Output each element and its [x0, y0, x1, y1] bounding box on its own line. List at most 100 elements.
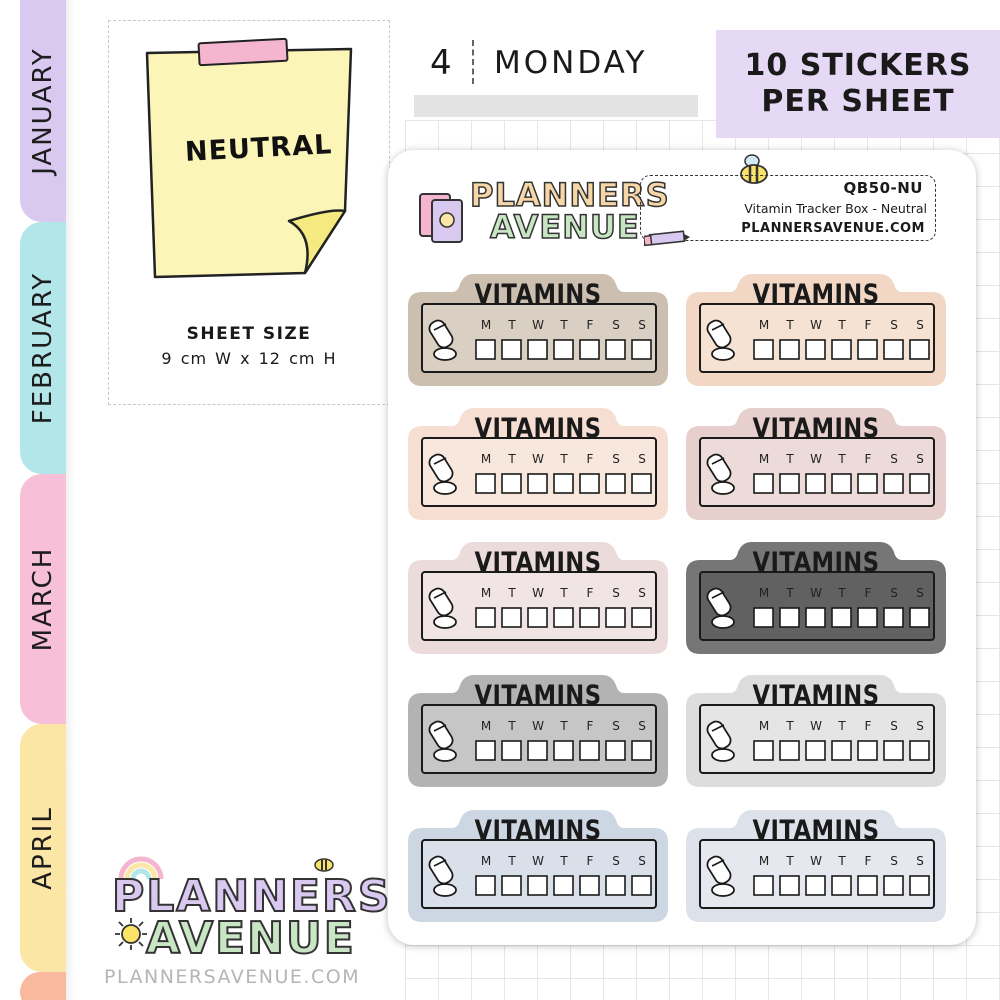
sticker-shape	[408, 408, 668, 520]
day-checkbox[interactable]	[605, 875, 626, 896]
day-checkbox[interactable]	[527, 740, 548, 761]
day-checkbox[interactable]	[857, 339, 878, 360]
day-checkbox[interactable]	[779, 607, 800, 628]
day-checkbox[interactable]	[779, 740, 800, 761]
sticker-title: VITAMINS	[474, 547, 602, 578]
day-checkbox[interactable]	[779, 473, 800, 494]
day-checkbox[interactable]	[857, 607, 878, 628]
day-checkbox[interactable]	[909, 339, 930, 360]
weekday-letter: S	[638, 586, 646, 600]
day-checkbox[interactable]	[475, 339, 496, 360]
weekday-letter: W	[810, 719, 822, 733]
day-checkbox[interactable]	[805, 607, 826, 628]
day-checkbox[interactable]	[527, 875, 548, 896]
day-checkbox[interactable]	[909, 473, 930, 494]
day-checkbox[interactable]	[501, 339, 522, 360]
weekday-letter: W	[532, 719, 544, 733]
day-checkbox[interactable]	[501, 473, 522, 494]
day-checkbox[interactable]	[553, 607, 574, 628]
day-checkbox[interactable]	[579, 875, 600, 896]
day-checkbox[interactable]	[527, 339, 548, 360]
day-checkbox[interactable]	[753, 607, 774, 628]
day-checkbox[interactable]	[883, 473, 904, 494]
day-checkbox[interactable]	[857, 473, 878, 494]
day-checkbox[interactable]	[553, 473, 574, 494]
weekday-letter: T	[560, 854, 568, 868]
product-url[interactable]: PLANNERSAVENUE.COM	[741, 221, 925, 236]
day-checkbox[interactable]	[501, 875, 522, 896]
day-checkbox[interactable]	[753, 740, 774, 761]
day-checkbox[interactable]	[579, 339, 600, 360]
day-checkbox[interactable]	[753, 473, 774, 494]
day-checkbox[interactable]	[631, 607, 652, 628]
day-divider	[472, 40, 474, 84]
weekday-letter: W	[810, 586, 822, 600]
day-checkbox[interactable]	[579, 473, 600, 494]
day-checkbox[interactable]	[753, 339, 774, 360]
weekday-letter: F	[864, 854, 872, 868]
tab-january[interactable]: JANUARY	[20, 0, 66, 222]
day-checkbox[interactable]	[527, 473, 548, 494]
day-checkbox[interactable]	[831, 339, 852, 360]
day-checkbox[interactable]	[605, 740, 626, 761]
day-checkbox[interactable]	[579, 607, 600, 628]
day-checkbox[interactable]	[805, 740, 826, 761]
day-name: MONDAY	[494, 45, 648, 81]
day-checkbox[interactable]	[605, 473, 626, 494]
day-checkbox[interactable]	[475, 473, 496, 494]
planner-books-icon	[419, 193, 463, 243]
tab-february[interactable]: FEBRUARY	[20, 222, 66, 474]
day-checkbox[interactable]	[501, 607, 522, 628]
day-checkbox[interactable]	[631, 339, 652, 360]
weekday-letter: S	[612, 719, 620, 733]
day-checkbox[interactable]	[883, 607, 904, 628]
day-checkbox[interactable]	[605, 339, 626, 360]
day-checkbox[interactable]	[831, 740, 852, 761]
day-checkbox[interactable]	[605, 607, 626, 628]
weekday-letter: F	[864, 719, 872, 733]
tab-march[interactable]: MARCH	[20, 474, 66, 724]
day-checkbox[interactable]	[909, 607, 930, 628]
day-checkbox[interactable]	[527, 607, 548, 628]
sticker-title: VITAMINS	[752, 680, 880, 711]
day-checkbox[interactable]	[883, 740, 904, 761]
weekday-letter: S	[638, 719, 646, 733]
day-checkbox[interactable]	[553, 875, 574, 896]
day-checkbox[interactable]	[831, 607, 852, 628]
day-checkbox[interactable]	[857, 875, 878, 896]
day-checkbox[interactable]	[631, 740, 652, 761]
day-checkbox[interactable]	[553, 339, 574, 360]
day-checkbox[interactable]	[909, 740, 930, 761]
day-checkbox[interactable]	[831, 473, 852, 494]
day-checkbox[interactable]	[857, 740, 878, 761]
tab-next-month[interactable]	[20, 972, 66, 1000]
sheet-size-value: 9 cm W x 12 cm H	[161, 349, 337, 368]
weekday-letter: T	[560, 318, 568, 332]
day-checkbox[interactable]	[883, 339, 904, 360]
day-checkbox[interactable]	[805, 339, 826, 360]
day-checkbox[interactable]	[779, 339, 800, 360]
day-checkbox[interactable]	[779, 875, 800, 896]
day-checkbox[interactable]	[475, 607, 496, 628]
day-checkbox[interactable]	[631, 875, 652, 896]
day-checkbox[interactable]	[753, 875, 774, 896]
day-checkbox[interactable]	[631, 473, 652, 494]
day-checkbox[interactable]	[883, 875, 904, 896]
day-checkbox[interactable]	[501, 740, 522, 761]
day-checkbox[interactable]	[553, 740, 574, 761]
weekday-letter: M	[480, 586, 492, 600]
day-checkbox[interactable]	[475, 740, 496, 761]
footer-url[interactable]: PLANNERSAVENUE.COM	[104, 966, 361, 988]
day-checkbox[interactable]	[805, 473, 826, 494]
weekday-letter: F	[586, 452, 594, 466]
day-checkbox[interactable]	[475, 875, 496, 896]
tab-april[interactable]: APRIL	[20, 724, 66, 972]
day-checkbox[interactable]	[805, 875, 826, 896]
day-checkbox[interactable]	[579, 740, 600, 761]
day-checkbox[interactable]	[831, 875, 852, 896]
day-checkbox[interactable]	[909, 875, 930, 896]
